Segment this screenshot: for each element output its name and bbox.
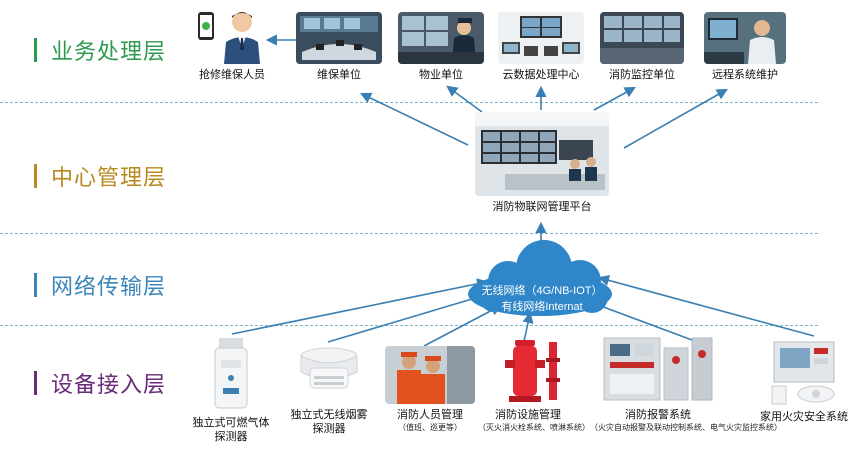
layer-device: 设备接入层 xyxy=(34,367,166,399)
node-facility-management: 消防设施管理 （灭火消火栓系统、喷淋系统） xyxy=(478,338,590,433)
node-label-smoke-detector-2: 探测器 xyxy=(312,423,346,435)
arrow-staff-to-cloud xyxy=(423,304,502,347)
node-label-remote-maintenance: 远程系统维护 xyxy=(712,69,778,81)
layer-label-device: 设备接入层 xyxy=(51,372,167,397)
layer-bar-center xyxy=(34,164,37,188)
control-room-icon xyxy=(475,112,609,196)
arrow-gas-to-cloud xyxy=(231,278,489,335)
layer-label-business: 业务处理层 xyxy=(51,39,167,64)
layer-bar-business xyxy=(34,38,37,62)
layer-network: 网络传输层 xyxy=(34,269,166,301)
node-sub-facility-management: （灭火消火栓系统、喷淋系统） xyxy=(478,423,590,432)
fire-hydrant-icon xyxy=(493,338,563,404)
node-label-gas-detector-2: 探测器 xyxy=(214,431,248,443)
node-label-fire-monitoring-unit: 消防监控单位 xyxy=(609,69,675,81)
layer-label-network: 网络传输层 xyxy=(51,274,167,299)
arrow-platform-to-maintenance xyxy=(359,92,469,146)
smoke-detector-icon xyxy=(298,346,360,404)
arrow-home-to-cloud xyxy=(597,274,815,337)
maintenance-unit-icon xyxy=(296,12,382,64)
node-fire-monitoring-unit: 消防监控单位 xyxy=(600,12,684,82)
gas-detector-icon xyxy=(211,338,251,412)
layer-bar-network xyxy=(34,273,37,297)
node-home-fire-system: 家用火灾安全系统 xyxy=(752,340,856,424)
node-label-gas-detector-1: 独立式可燃气体 xyxy=(192,417,270,429)
firefighters-icon xyxy=(385,346,475,404)
remote-maintenance-icon xyxy=(704,12,786,64)
node-label-property-unit: 物业单位 xyxy=(419,69,463,81)
node-label-staff-management: 消防人员管理 xyxy=(397,409,463,421)
layer-center: 中心管理层 xyxy=(34,160,166,192)
node-maintenance-unit: 维保单位 xyxy=(296,12,382,82)
property-unit-icon xyxy=(398,12,484,64)
arrow-smoke-to-cloud xyxy=(327,290,495,343)
cloud-label-wired: 有线网络Internat xyxy=(501,301,583,313)
node-label-management-platform: 消防物联网管理平台 xyxy=(492,201,592,213)
home-fire-system-icon xyxy=(764,340,844,406)
arrow-hydrant-to-cloud xyxy=(522,311,534,342)
arrow-alarm-to-cloud xyxy=(587,299,693,341)
node-management-platform: 消防物联网管理平台 xyxy=(474,112,610,214)
node-label-repair-person: 抢修维保人员 xyxy=(199,69,265,81)
node-label-alarm-system: 消防报警系统 xyxy=(625,409,691,421)
arrow-platform-to-remote xyxy=(623,88,728,149)
node-property-unit: 物业单位 xyxy=(398,12,484,82)
cloud-label-wireless: 无线网络（4G/NB-IOT） xyxy=(481,285,603,297)
cloud-data-center-icon xyxy=(498,12,584,64)
divider-network-device xyxy=(0,325,818,326)
node-smoke-detector: 独立式无线烟雾 探测器 xyxy=(284,346,374,436)
node-staff-management: 消防人员管理 （值班、巡更等） xyxy=(380,346,480,433)
layer-bar-device xyxy=(34,371,37,395)
layer-label-center: 中心管理层 xyxy=(51,165,167,190)
repair-person-icon xyxy=(196,4,268,64)
cloud-shape xyxy=(468,240,612,316)
alarm-panel-icon xyxy=(600,334,716,404)
node-label-cloud-data-center: 云数据处理中心 xyxy=(502,69,580,81)
node-sub-staff-management: （值班、巡更等） xyxy=(398,423,462,432)
node-label-smoke-detector-1: 独立式无线烟雾 xyxy=(290,409,368,421)
node-remote-maintenance: 远程系统维护 xyxy=(704,12,786,82)
node-repair-person: 抢修维保人员 xyxy=(196,4,268,82)
node-label-home-fire-system: 家用火灾安全系统 xyxy=(760,411,848,423)
node-cloud-data-center: 云数据处理中心 xyxy=(498,12,584,82)
divider-business-center xyxy=(0,102,818,103)
divider-center-network xyxy=(0,233,818,234)
arrow-platform-to-firemonitor xyxy=(593,86,636,111)
fire-monitoring-unit-icon xyxy=(600,12,684,64)
node-sub-alarm-system: （火灾自动报警及联动控制系统、电气火灾监控系统） xyxy=(590,423,782,432)
layer-business: 业务处理层 xyxy=(34,34,166,66)
node-alarm-system: 消防报警系统 （火灾自动报警及联动控制系统、电气火灾监控系统） xyxy=(590,334,782,433)
node-gas-detector: 独立式可燃气体 探测器 xyxy=(186,338,276,444)
arrow-platform-to-property xyxy=(446,85,483,113)
node-label-maintenance-unit: 维保单位 xyxy=(317,69,361,81)
node-label-facility-management: 消防设施管理 xyxy=(495,409,561,421)
